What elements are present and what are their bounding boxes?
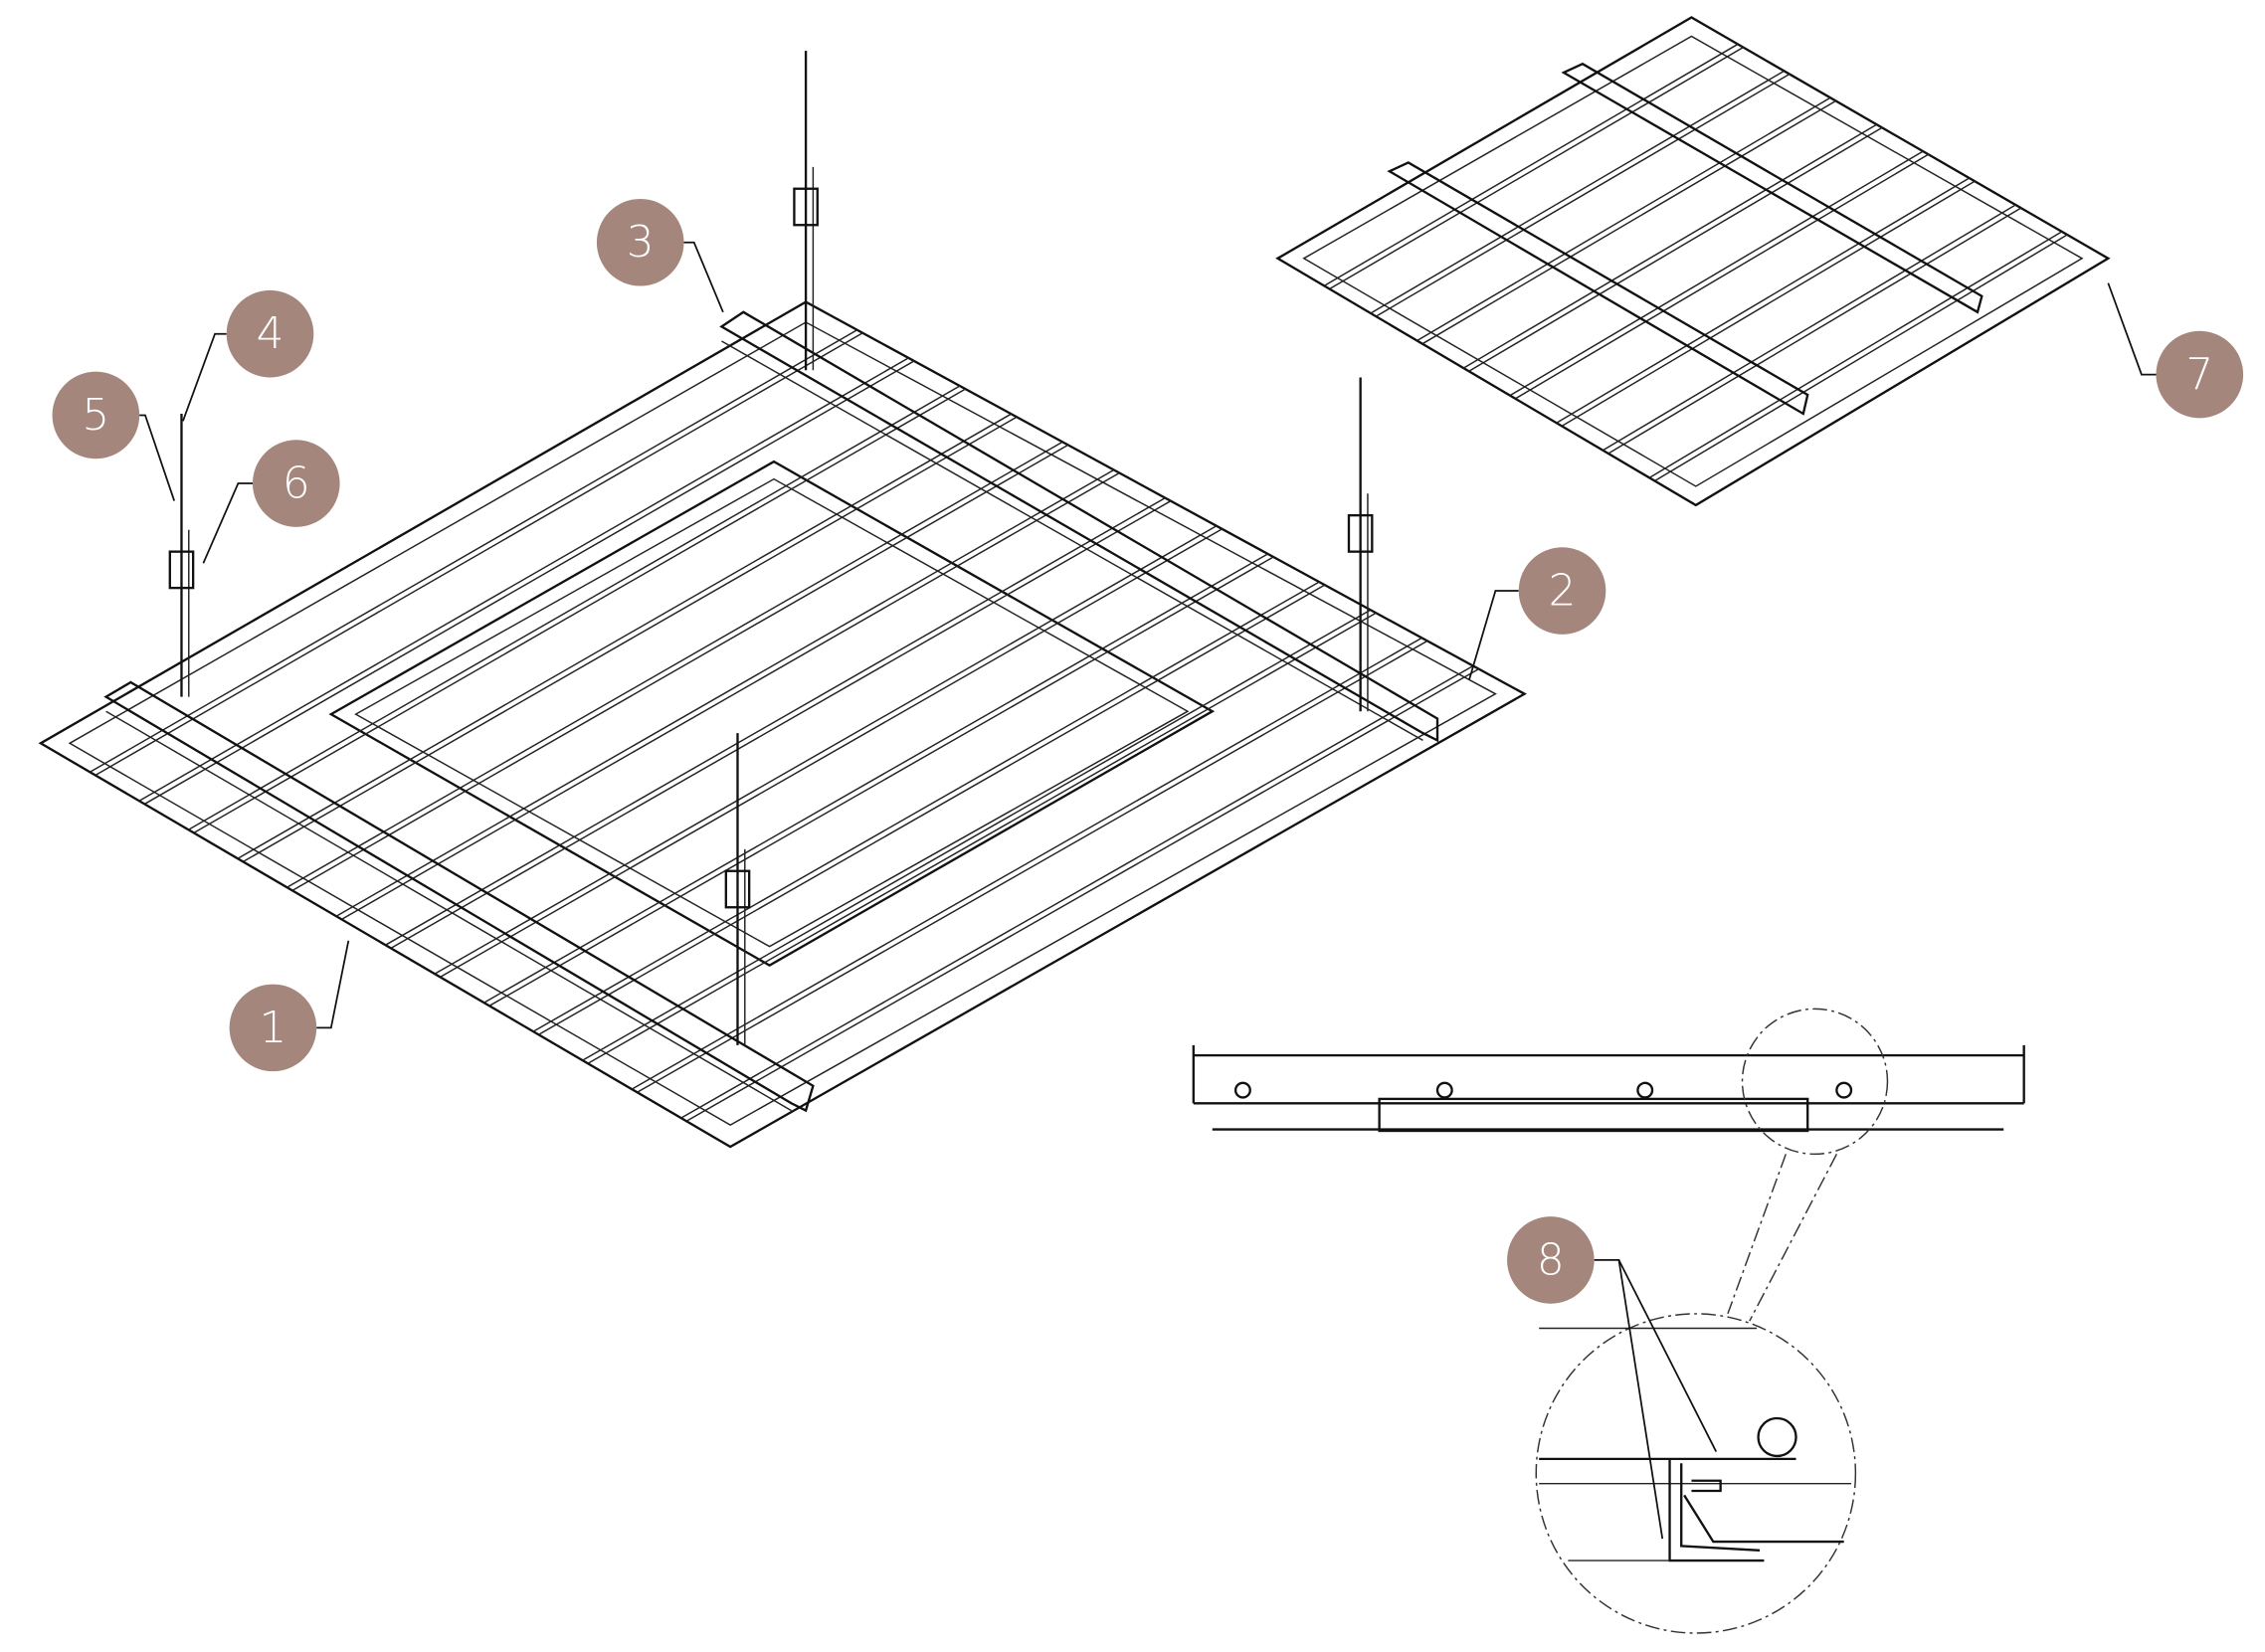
callout-label: 5 bbox=[82, 390, 109, 441]
hanger-clip bbox=[793, 187, 819, 227]
callout-2: 2 bbox=[1518, 547, 1606, 635]
slat-line bbox=[582, 609, 1372, 1061]
line-drawing bbox=[38, 16, 2111, 1634]
main-frame-inner bbox=[68, 321, 1497, 1127]
slat-line bbox=[440, 528, 1224, 978]
panel-carrier-2 bbox=[1561, 62, 1983, 314]
slat-line bbox=[1323, 43, 1739, 287]
slat-line bbox=[1515, 153, 1930, 400]
slat-line bbox=[188, 385, 961, 830]
hanger-clip bbox=[168, 550, 195, 590]
panel-slats bbox=[1323, 43, 2069, 481]
slat-line bbox=[1416, 96, 1831, 342]
central-opening-inner bbox=[354, 477, 1190, 948]
carrier-rail-back bbox=[719, 310, 1439, 743]
slat-line bbox=[1556, 177, 1971, 424]
slat-line bbox=[1509, 150, 1924, 397]
slat-line bbox=[1648, 231, 2063, 478]
main-slats bbox=[90, 329, 1480, 1122]
callout-label: 3 bbox=[627, 217, 655, 268]
slat-line bbox=[434, 525, 1218, 975]
slat-line bbox=[489, 556, 1274, 1007]
callout-6: 6 bbox=[252, 440, 340, 527]
callout-label: 7 bbox=[2185, 349, 2213, 400]
slat-line bbox=[588, 612, 1377, 1064]
slat-line bbox=[532, 581, 1320, 1032]
slat-line bbox=[144, 360, 915, 805]
slat-line bbox=[1462, 123, 1877, 369]
slat-line bbox=[1370, 70, 1785, 314]
slat-line bbox=[237, 413, 1012, 859]
slat-line bbox=[1607, 207, 2022, 455]
carrier-rail-front bbox=[103, 680, 815, 1113]
slat-line bbox=[335, 468, 1115, 917]
panel-frame-inner bbox=[1302, 35, 2084, 487]
slat-line bbox=[1329, 46, 1745, 289]
slat-line bbox=[90, 329, 858, 773]
detail-view bbox=[1535, 1313, 1857, 1634]
callout-label: 6 bbox=[283, 459, 310, 509]
slat-line bbox=[631, 637, 1422, 1090]
panel-frame-outline bbox=[1275, 16, 2111, 507]
slat-line bbox=[637, 640, 1428, 1093]
slat-line bbox=[385, 497, 1166, 946]
callout-label: 4 bbox=[257, 308, 284, 359]
leader-lines bbox=[139, 241, 2157, 1540]
slat-line bbox=[138, 357, 909, 802]
slat-line bbox=[538, 584, 1326, 1035]
slat-line bbox=[483, 553, 1268, 1004]
hanger-clip bbox=[1347, 513, 1374, 553]
hanger-clip bbox=[724, 869, 751, 909]
callout-7: 7 bbox=[2156, 330, 2244, 419]
panel-carrier-1 bbox=[1387, 161, 1809, 416]
callout-label: 1 bbox=[260, 1003, 287, 1053]
slat-line bbox=[391, 499, 1172, 949]
main-frame-outline bbox=[38, 300, 1527, 1149]
slat-line bbox=[193, 388, 967, 833]
callout-5: 5 bbox=[52, 371, 140, 459]
section-view bbox=[1192, 1008, 2025, 1322]
slat-line bbox=[291, 444, 1069, 891]
callout-3: 3 bbox=[596, 198, 684, 286]
callouts: 1 2 3 4 5 6 7 8 bbox=[52, 198, 2244, 1304]
slat-line bbox=[94, 332, 863, 776]
hanger-rods bbox=[168, 51, 1374, 1045]
slat-line bbox=[1468, 126, 1883, 372]
central-opening-outer bbox=[328, 459, 1216, 967]
slat-line bbox=[243, 416, 1018, 862]
callout-4: 4 bbox=[226, 289, 314, 378]
callout-8: 8 bbox=[1507, 1216, 1595, 1304]
callout-label: 2 bbox=[1549, 566, 1577, 617]
slat-line bbox=[680, 664, 1474, 1119]
callout-1: 1 bbox=[229, 984, 317, 1072]
slat-line bbox=[341, 471, 1120, 920]
slat-line bbox=[286, 441, 1063, 888]
slat-line bbox=[1422, 99, 1837, 345]
slat-line bbox=[1562, 180, 1976, 427]
callout-label: 8 bbox=[1537, 1234, 1565, 1285]
slat-line bbox=[1654, 234, 2069, 481]
slat-line bbox=[686, 667, 1480, 1122]
slat-line bbox=[1603, 204, 2016, 452]
slat-line bbox=[1376, 73, 1791, 317]
